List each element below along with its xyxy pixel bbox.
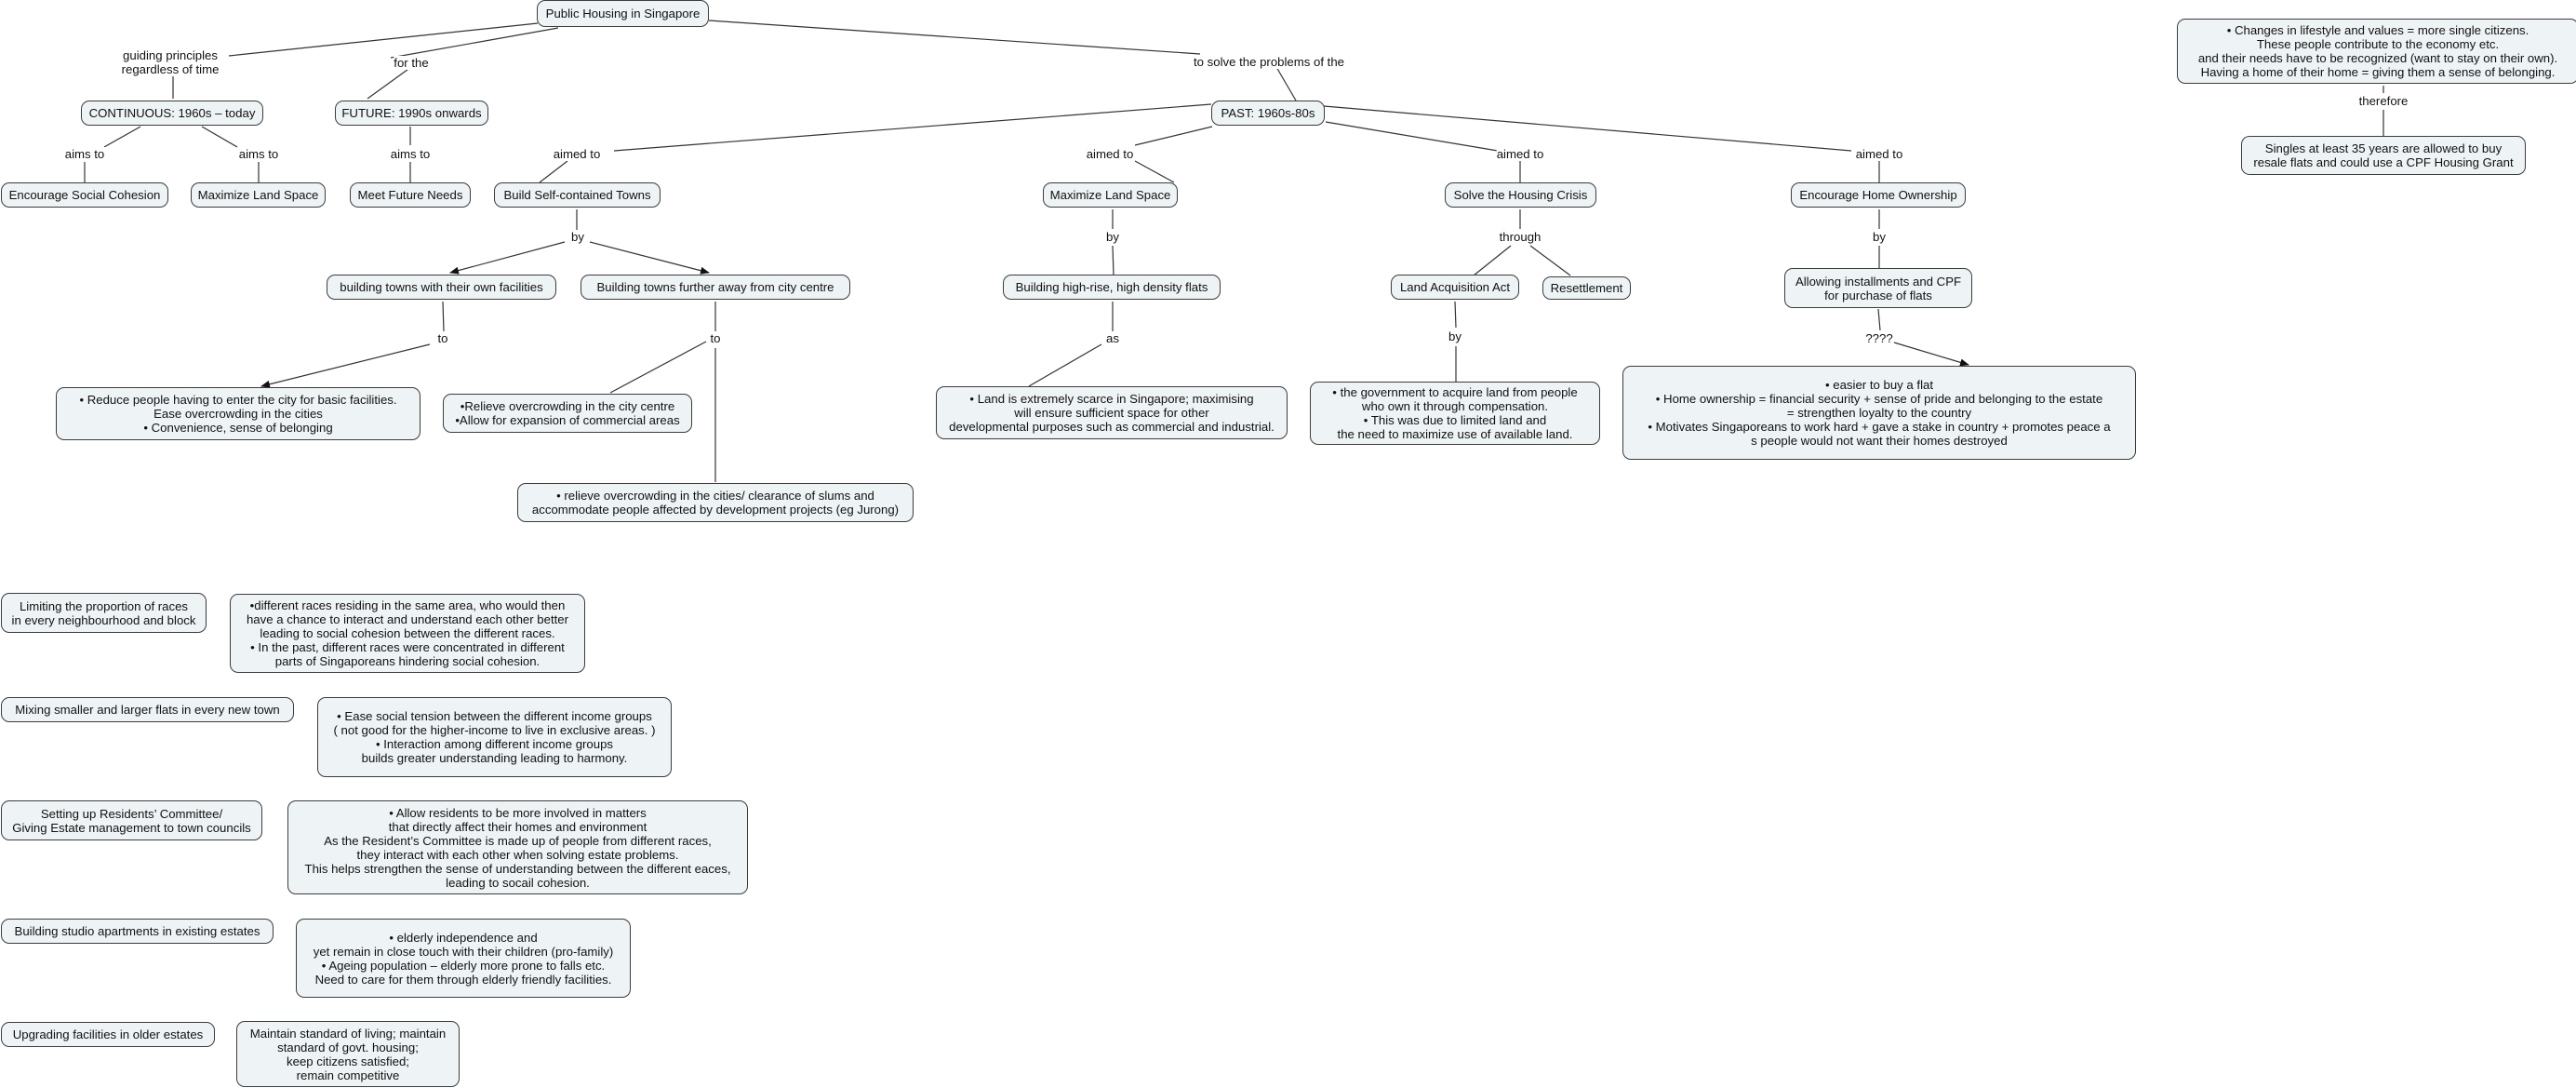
link-label-aimed-to: aimed to <box>1086 147 1134 161</box>
easier-flat-note[interactable]: • easier to buy a flat • Home ownership … <box>1622 366 2136 460</box>
link-label-by: by <box>571 230 584 244</box>
maximize-land-space-mid[interactable]: Maximize Land Space <box>1043 182 1178 208</box>
link-label-to: to <box>437 331 448 345</box>
studio-apartments-note[interactable]: • elderly independence and yet remain in… <box>296 919 631 998</box>
link-label-aimed-to: aimed to <box>553 147 601 161</box>
link-label-aimed-to: aimed to <box>1496 147 1544 161</box>
link-label-by: by <box>1448 329 1462 343</box>
relieve-slums-note[interactable]: • relieve overcrowding in the cities/ cl… <box>517 483 914 522</box>
past-concept[interactable]: PAST: 1960s-80s <box>1211 101 1325 126</box>
residents-committee[interactable]: Setting up Residents’ Committee/ Giving … <box>1 800 262 840</box>
limiting-races-note[interactable]: •different races residing in the same ar… <box>230 594 585 673</box>
build-self-contained-towns[interactable]: Build Self-contained Towns <box>494 182 661 208</box>
upgrading-facilities[interactable]: Upgrading facilities in older estates <box>1 1022 215 1047</box>
link-label-aimed-to: aimed to <box>1855 147 1903 161</box>
studio-apartments[interactable]: Building studio apartments in existing e… <box>1 919 274 944</box>
link-label-by: by <box>1873 230 1886 244</box>
encourage-home-ownership[interactable]: Encourage Home Ownership <box>1791 182 1966 208</box>
link-label-question: ???? <box>1865 331 1893 345</box>
relieve-expand-note[interactable]: •Relieve overcrowding in the city centre… <box>443 394 692 433</box>
towns-further-away[interactable]: Building towns further away from city ce… <box>581 275 850 300</box>
meet-future-needs[interactable]: Meet Future Needs <box>350 182 471 208</box>
link-label-through: through <box>1499 230 1542 244</box>
installments-cpf[interactable]: Allowing installments and CPF for purcha… <box>1784 268 1972 308</box>
link-label-aims-to: aims to <box>390 147 431 161</box>
towns-own-facilities[interactable]: building towns with their own facilities <box>327 275 556 300</box>
lifestyle-note[interactable]: • Changes in lifestyle and values = more… <box>2177 19 2576 84</box>
encourage-social-cohesion[interactable]: Encourage Social Cohesion <box>1 182 168 208</box>
mixing-flats-note[interactable]: • Ease social tension between the differ… <box>317 697 672 777</box>
upgrading-facilities-note[interactable]: Maintain standard of living; maintain st… <box>236 1021 460 1087</box>
link-label-aims-to: aims to <box>238 147 279 161</box>
link-label-as: as <box>1106 331 1119 345</box>
link-label-aims-to: aims to <box>64 147 105 161</box>
link-label-by: by <box>1106 230 1119 244</box>
root-concept[interactable]: Public Housing in Singapore <box>537 0 709 27</box>
link-label-to: to <box>710 331 721 345</box>
maximize-land-space-left[interactable]: Maximize Land Space <box>191 182 326 208</box>
link-label-for-the: for the <box>394 56 429 70</box>
singles-note[interactable]: Singles at least 35 years are allowed to… <box>2241 136 2526 175</box>
reduce-people-note[interactable]: • Reduce people having to enter the city… <box>56 387 420 440</box>
continuous-concept[interactable]: CONTINUOUS: 1960s – today <box>81 101 263 126</box>
land-scarce-note[interactable]: • Land is extremely scarce in Singapore;… <box>936 386 1288 439</box>
high-rise-flats[interactable]: Building high-rise, high density flats <box>1003 275 1221 300</box>
govt-acquire-note[interactable]: • the government to acquire land from pe… <box>1310 382 1600 445</box>
link-label-therefore: therefore <box>2358 94 2409 108</box>
future-concept[interactable]: FUTURE: 1990s onwards <box>335 101 488 126</box>
land-acquisition-act[interactable]: Land Acquisition Act <box>1391 275 1519 300</box>
solve-housing-crisis[interactable]: Solve the Housing Crisis <box>1445 182 1596 208</box>
link-label-guiding: guiding principles regardless of time <box>121 48 220 76</box>
resettlement[interactable]: Resettlement <box>1542 276 1631 300</box>
mixing-flats[interactable]: Mixing smaller and larger flats in every… <box>1 697 294 722</box>
link-label-to-solve: to solve the problems of the <box>1193 55 1345 69</box>
limiting-races[interactable]: Limiting the proportion of races in ever… <box>1 593 207 633</box>
residents-committee-note[interactable]: • Allow residents to be more involved in… <box>287 800 748 894</box>
